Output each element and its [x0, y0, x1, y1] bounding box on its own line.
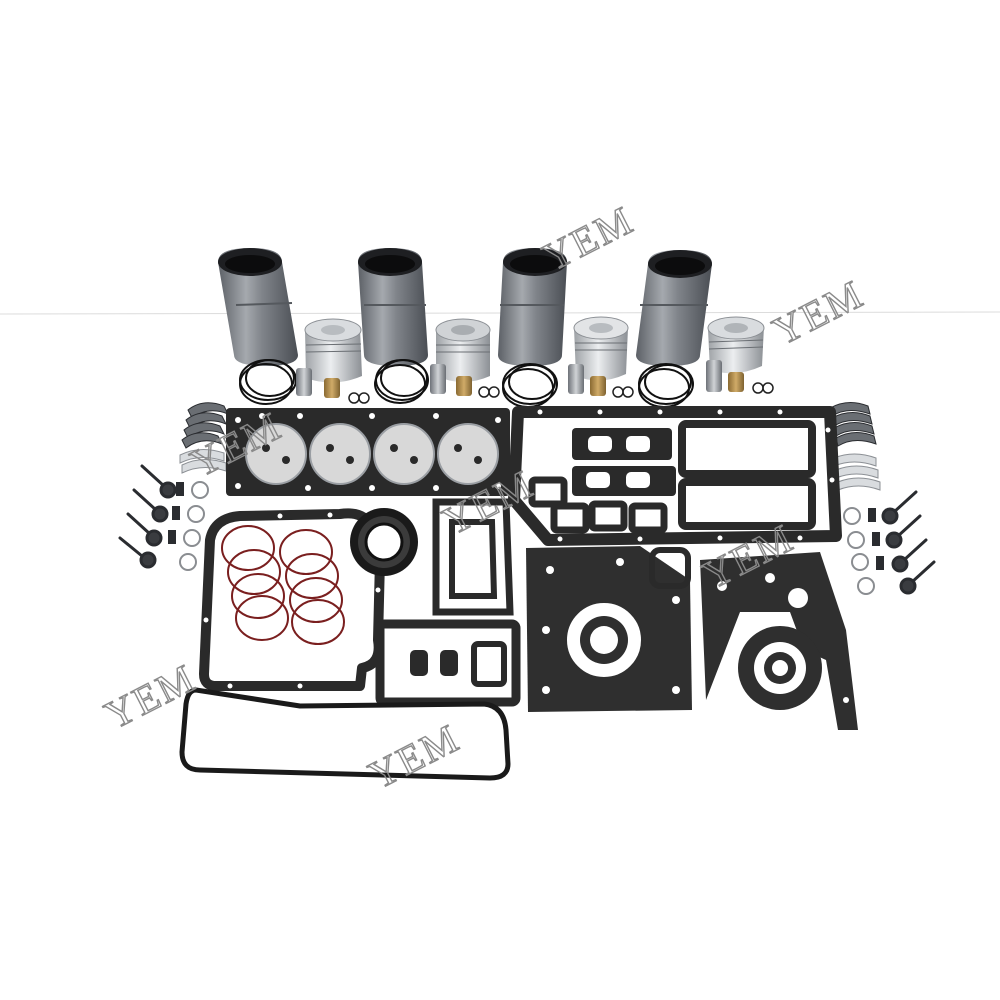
- rear-seal-gasket: [738, 626, 822, 710]
- crankshaft-seal: [350, 508, 418, 576]
- piston: [707, 316, 765, 374]
- piston-ring-set: [374, 359, 429, 404]
- gear-case-gasket: [700, 552, 858, 730]
- rocker-cover-seal: [179, 687, 511, 781]
- cylinder-liner: [218, 248, 298, 366]
- piston: [435, 318, 491, 382]
- piston-ring-sets: [239, 359, 694, 408]
- pistons: [304, 316, 765, 383]
- head-gasket: [226, 408, 510, 496]
- manifold-gaskets: [528, 428, 676, 534]
- cylinder-liner: [498, 248, 567, 366]
- valves-right: [881, 490, 936, 595]
- fuel-pump-gasket: [649, 547, 691, 589]
- piston: [573, 316, 629, 381]
- rocker-cover-gaskets: [678, 420, 816, 530]
- o-rings: [221, 525, 345, 645]
- valve-seals-left: [168, 481, 209, 571]
- oil-pan-gasket: [508, 406, 842, 546]
- front-plate-gasket: [526, 546, 692, 712]
- cylinder-liner: [636, 250, 712, 366]
- valve-seals-right: [843, 507, 884, 595]
- valves-left: [118, 464, 177, 569]
- piston-ring-set: [638, 363, 694, 408]
- cylinder-liner: [358, 248, 428, 366]
- main-bearings-right: [829, 402, 881, 491]
- water-pump-gasket: [432, 498, 514, 616]
- cylinder-liners: [218, 248, 712, 366]
- wrist-pins-and-bushings: [296, 360, 774, 404]
- piston: [304, 318, 362, 383]
- table-edge: [0, 311, 1000, 315]
